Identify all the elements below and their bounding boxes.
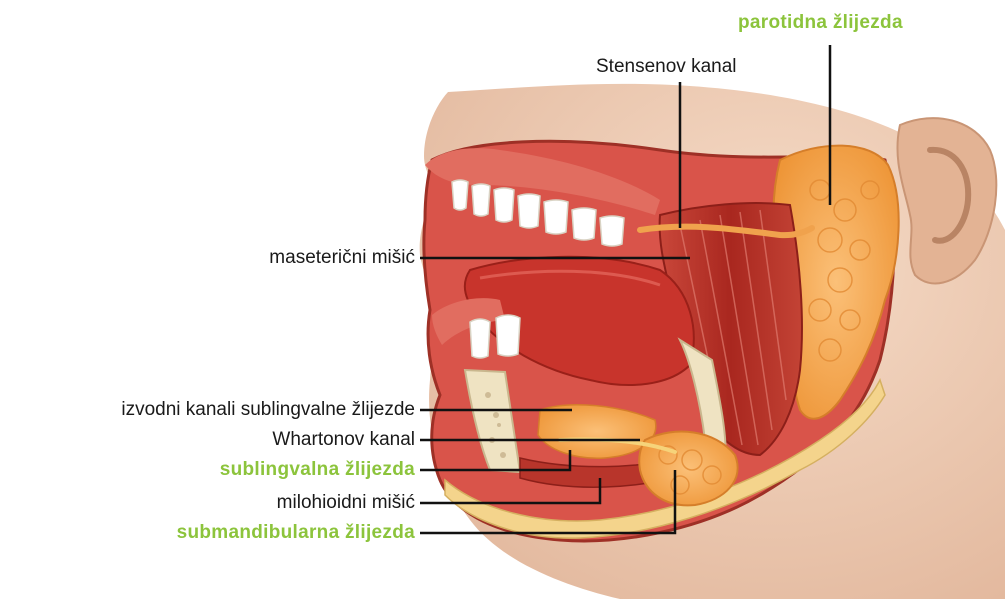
- label-mylohyoid-muscle: milohioidni mišić: [277, 492, 415, 514]
- label-sublingual-ducts: izvodni kanali sublingvalne žlijezde: [121, 399, 415, 421]
- label-wharton-duct: Whartonov kanal: [272, 429, 415, 451]
- label-masseter-muscle: maseterični mišić: [269, 247, 415, 269]
- label-parotid-gland: parotidna žlijezda: [738, 12, 903, 34]
- label-sublingual-gland: sublingvalna žlijezda: [220, 459, 415, 481]
- label-submandibular-gland: submandibularna žlijezda: [177, 522, 415, 544]
- submandibular-gland: [639, 432, 737, 506]
- label-stensen-duct: Stensenov kanal: [596, 56, 737, 78]
